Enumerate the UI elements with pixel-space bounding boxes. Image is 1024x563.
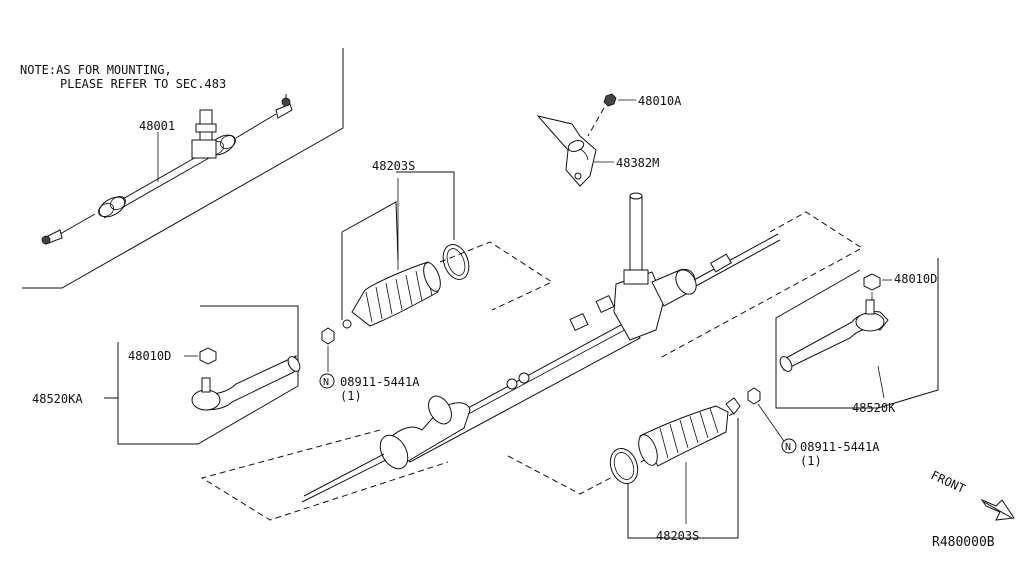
boot-upper — [351, 261, 441, 327]
nut-symbol-upper: N — [323, 377, 329, 388]
front-indicator: FRONT — [929, 468, 1015, 521]
boot-lower — [638, 405, 729, 467]
label-48203s-lower: 48203S — [656, 529, 699, 543]
tie-rod-end-right — [779, 299, 889, 372]
steering-rack — [301, 192, 781, 503]
tie-rod-end-left-panel — [104, 305, 301, 445]
label-48001: 48001 — [139, 119, 175, 133]
tie-rod-end-right-panel — [775, 258, 939, 409]
front-arrow-icon — [980, 498, 1015, 521]
nut-symbol-icon — [319, 373, 335, 389]
label-qty-lower: (1) — [800, 454, 822, 468]
label-qty-upper: (1) — [340, 389, 362, 403]
label-48010a: 48010A — [638, 94, 682, 108]
lower-boot-kit — [609, 387, 787, 539]
label-48010d-left: 48010D — [128, 349, 171, 363]
label-48203s-upper: 48203S — [372, 159, 415, 173]
note-line-2: PLEASE REFER TO SEC.483 — [60, 77, 226, 91]
label-48010d-right: 48010D — [894, 272, 937, 286]
note-line-1: NOTE:AS FOR MOUNTING, — [20, 63, 172, 77]
nut-symbol-icon — [781, 438, 797, 454]
bracket-48382m — [536, 115, 597, 187]
assembly-inset — [22, 48, 344, 289]
label-48382m: 48382M — [616, 156, 659, 170]
nut-lower: N — [781, 438, 797, 454]
nut-upper: N — [319, 327, 335, 389]
bolt-48010a — [587, 93, 636, 137]
nut-symbol-lower: N — [785, 442, 791, 453]
tie-rod-end-left — [191, 355, 301, 411]
inset-boot-left — [98, 196, 126, 218]
clamp-lower — [609, 448, 639, 484]
clamp-upper — [442, 244, 470, 280]
label-08911-lower: 08911-5441A — [800, 440, 880, 454]
label-08911-upper: 08911-5441A — [340, 375, 420, 389]
front-label: FRONT — [929, 468, 968, 496]
label-48520k: 48520K — [852, 401, 896, 415]
upper-boot-kit — [341, 171, 470, 329]
label-48520ka: 48520KA — [32, 392, 83, 406]
diagram-code: R480000B — [932, 535, 995, 550]
